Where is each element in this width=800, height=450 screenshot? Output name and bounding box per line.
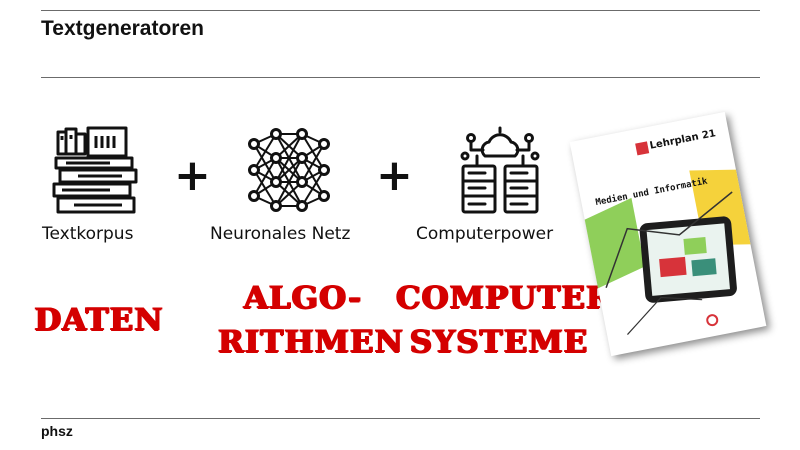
slide-title: Textgeneratoren	[41, 17, 204, 40]
footer-rule	[41, 418, 760, 419]
cover-lines	[605, 191, 733, 335]
stamp-daten: DATEN	[34, 298, 164, 342]
caption-neuronales-netz: Neuronales Netz	[210, 224, 351, 244]
top-rule	[41, 10, 760, 11]
stamp-daten-line: DATEN	[34, 302, 164, 338]
footer-brand: phsz	[41, 423, 73, 439]
caption-textkorpus: Textkorpus	[42, 224, 134, 244]
stamp-algorithmen: ALGO- RITHMEN	[218, 276, 404, 364]
lehrplan-brochure-cover: Lehrplan 21 Medien und Informatik	[569, 111, 767, 357]
books-icon	[52, 126, 138, 214]
stamp-algorithmen-line2: RITHMEN	[218, 324, 404, 360]
stamp-computersysteme-line1: COMPUTER-	[396, 280, 627, 316]
stamp-algorithmen-line1: ALGO-	[243, 280, 363, 316]
neural-network-icon	[248, 128, 330, 212]
caption-computerpower: Computerpower	[416, 224, 554, 244]
stamp-computersysteme-line2: SYSTEME	[409, 324, 589, 360]
plus-operator-2: +	[376, 150, 413, 201]
cloud-server-icon	[460, 126, 540, 214]
plus-operator-1: +	[174, 150, 211, 201]
header-rule	[41, 77, 760, 78]
stamp-computersysteme: COMPUTER- SYSTEME	[396, 276, 627, 364]
